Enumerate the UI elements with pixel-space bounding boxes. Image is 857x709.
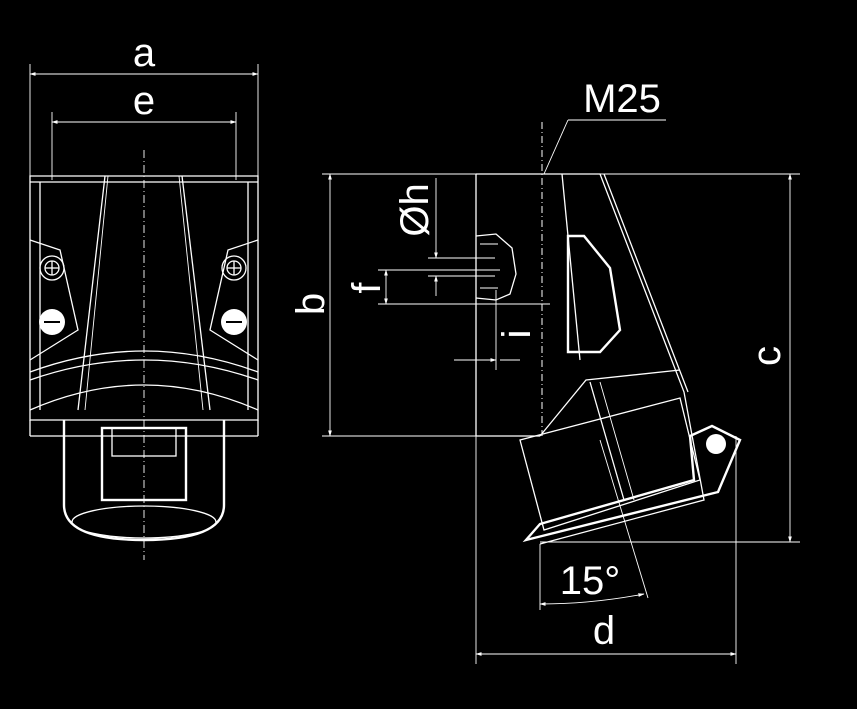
label-f: f bbox=[345, 282, 389, 294]
side-housing bbox=[475, 173, 742, 545]
dimension-a bbox=[29, 64, 259, 180]
front-housing bbox=[29, 175, 259, 437]
label-h: Øh bbox=[393, 183, 437, 236]
side-view bbox=[322, 119, 800, 664]
label-c: c bbox=[745, 346, 789, 366]
mounting-screws bbox=[39, 255, 247, 335]
dimension-i bbox=[454, 290, 520, 370]
dimension-b bbox=[322, 173, 600, 437]
dimension-c bbox=[540, 173, 800, 543]
label-d: d bbox=[593, 609, 615, 653]
dimension-f bbox=[378, 269, 550, 305]
label-e: e bbox=[133, 79, 155, 123]
label-i: i bbox=[495, 330, 539, 339]
front-socket bbox=[62, 150, 226, 560]
dimension-e bbox=[51, 112, 237, 180]
dimension-h bbox=[428, 178, 495, 296]
dimension-d bbox=[475, 436, 737, 664]
label-thread: M25 bbox=[583, 77, 661, 121]
thread-leader bbox=[541, 119, 666, 436]
angle-marker bbox=[539, 439, 649, 610]
label-b: b bbox=[289, 293, 333, 315]
label-a: a bbox=[133, 31, 156, 75]
front-view bbox=[29, 64, 259, 560]
label-angle: 15° bbox=[560, 559, 621, 603]
